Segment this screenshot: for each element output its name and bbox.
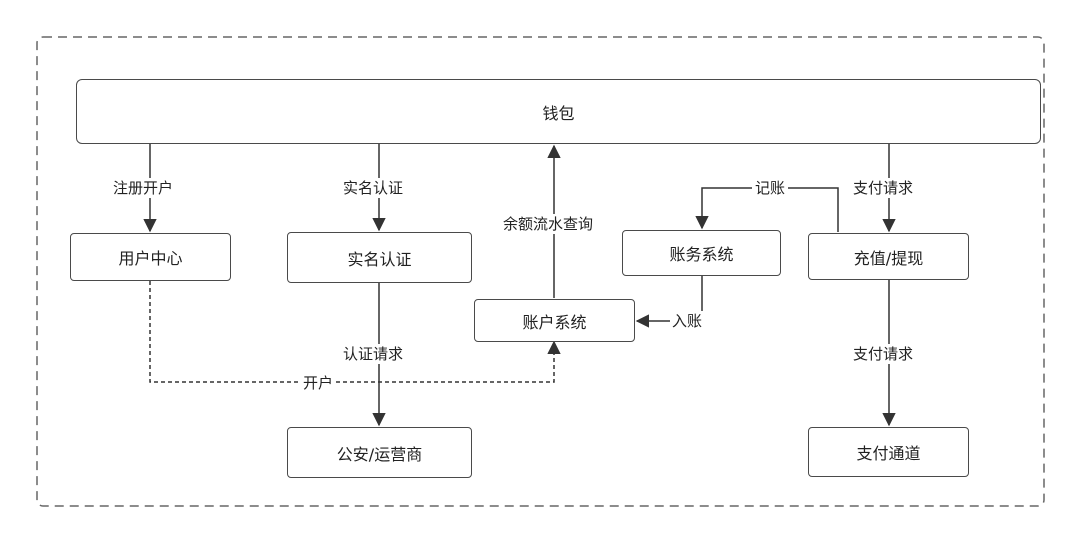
node-recharge-withdraw: 充值/提现 (808, 233, 969, 280)
edge-open-account (149, 281, 561, 383)
label-real-name-auth: 实名认证 (340, 178, 407, 198)
label-bookkeeping: 记账 (752, 178, 789, 198)
node-user-center: 用户中心 (70, 233, 231, 281)
label-register: 注册开户 (110, 178, 177, 198)
node-real-name: 实名认证 (287, 232, 472, 283)
label-post-entry: 入账 (670, 311, 705, 331)
label-pay-request-bottom: 支付请求 (850, 344, 917, 364)
node-payment-channel: 支付通道 (808, 427, 969, 477)
label-pay-request-top: 支付请求 (850, 178, 917, 198)
label-open-account: 开户 (300, 373, 337, 393)
label-auth-request: 认证请求 (340, 344, 407, 364)
node-police-operator: 公安/运营商 (287, 427, 472, 478)
label-balance-query: 余额流水查询 (500, 214, 597, 234)
node-wallet: 钱包 (76, 79, 1041, 144)
node-ledger-system: 账务系统 (622, 230, 781, 276)
system-boundary (36, 36, 1045, 507)
node-account-system: 账户系统 (474, 299, 635, 342)
